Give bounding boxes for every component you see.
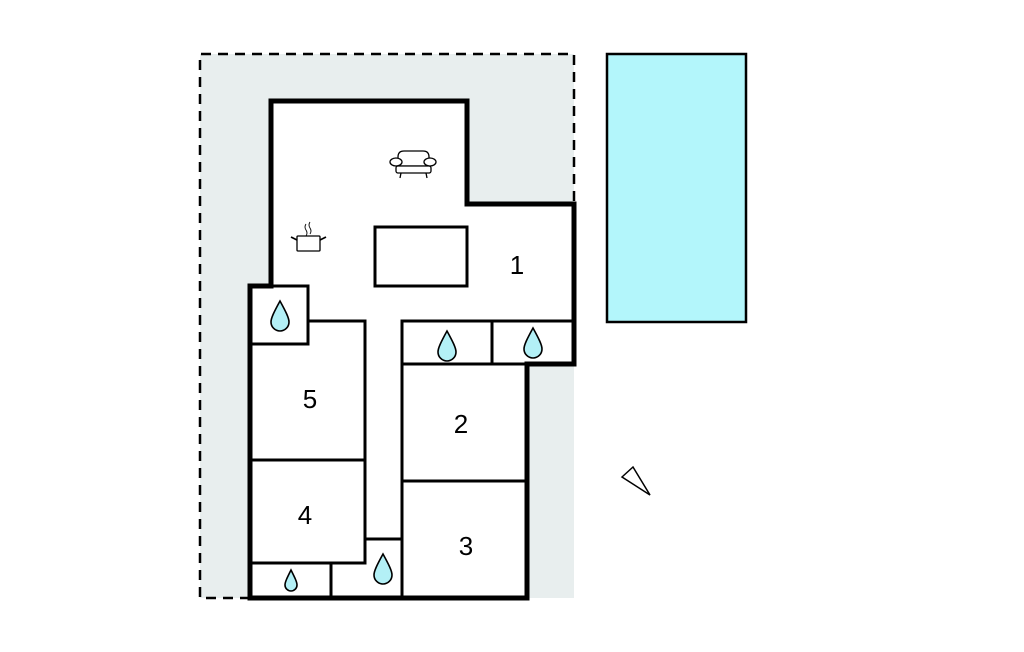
sofa-icon xyxy=(389,150,437,179)
water-drop-icon xyxy=(373,552,393,585)
kitchen-counter xyxy=(373,225,469,288)
cooking-pot-icon xyxy=(290,221,327,252)
water-drop-icon xyxy=(523,326,543,359)
swimming-pool xyxy=(605,52,748,324)
water-drop-icon xyxy=(270,299,290,332)
room-2-label: 2 xyxy=(454,409,468,439)
room-4-label: 4 xyxy=(298,500,312,530)
interior-walls xyxy=(250,225,574,598)
room-1-label: 1 xyxy=(510,250,524,280)
water-drop-icon xyxy=(437,329,457,362)
room-3-label: 3 xyxy=(459,531,473,561)
water-drop-icon xyxy=(284,568,298,592)
room-5-label: 5 xyxy=(303,384,317,414)
compass-north-icon xyxy=(620,465,651,496)
